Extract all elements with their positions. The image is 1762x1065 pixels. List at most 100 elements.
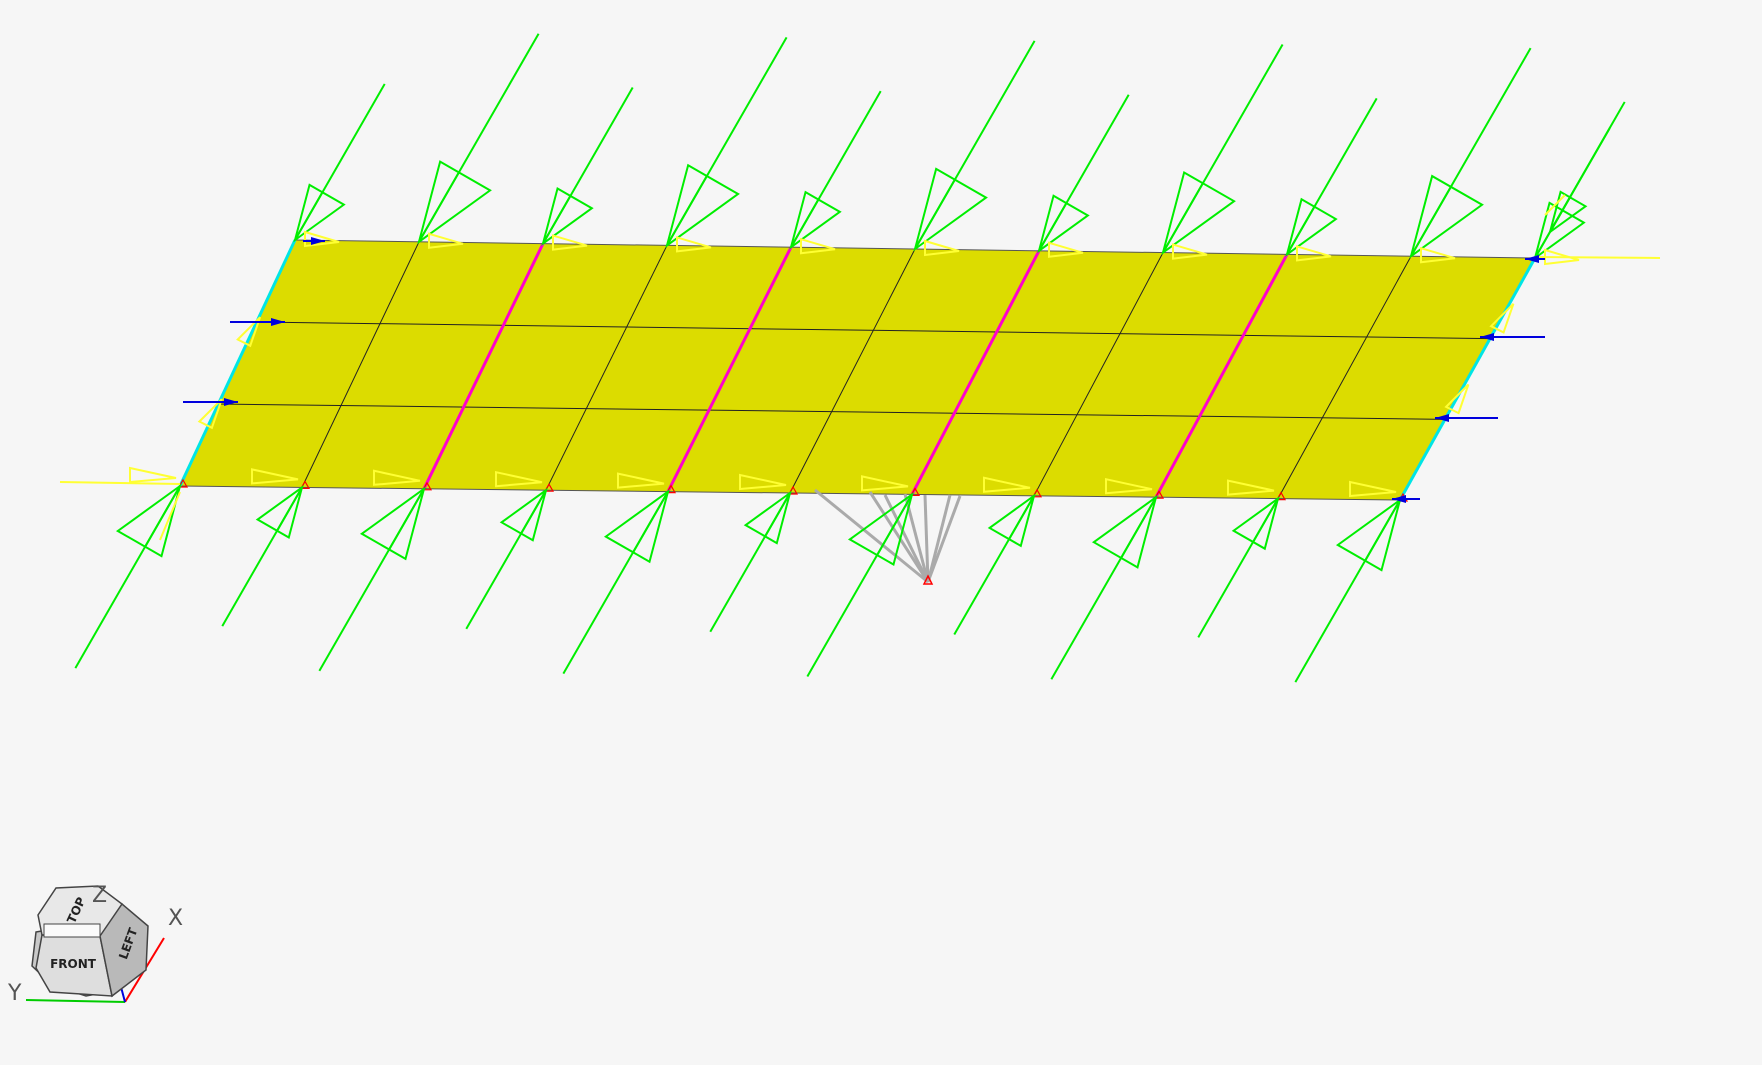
node-marker <box>543 482 555 492</box>
moment-arrow <box>1296 245 1332 262</box>
load-arrow-head <box>359 486 426 561</box>
load-arrow-head-ridge <box>1120 496 1157 559</box>
rbe-link <box>814 488 929 584</box>
load-arrow-head-ridge <box>520 489 547 535</box>
load-arrow-head <box>1285 197 1338 257</box>
load-arrow-head-ridge <box>144 485 181 548</box>
load-arrow-head <box>987 493 1036 548</box>
load-arrow-head <box>847 491 914 567</box>
moment-arrow-head <box>1420 246 1456 264</box>
z-axis-label: Z <box>92 883 107 908</box>
shell-plate[interactable] <box>178 239 1537 501</box>
node-marker <box>1275 491 1287 501</box>
mesh-column-line <box>1277 255 1412 499</box>
load-arrow <box>953 493 1036 636</box>
load-arrow <box>1409 47 1532 259</box>
constraint-arrow <box>230 318 285 326</box>
load-arrow-head-ridge <box>542 195 572 245</box>
cube-left-face[interactable] <box>99 902 149 998</box>
moment-arrow-head <box>1296 245 1332 262</box>
load-arrow-head-ridge <box>1008 495 1035 540</box>
cube-front-label: FRONT <box>50 957 97 971</box>
load-arrow-head <box>1091 494 1158 569</box>
rbe-link <box>923 494 930 583</box>
moment-arrow <box>676 236 712 253</box>
load-arrow-head <box>499 487 548 542</box>
plate-right-edge <box>1398 257 1537 501</box>
stiffener-line <box>910 250 1041 496</box>
y-axis-label: Y <box>7 981 22 1006</box>
view-cube-body[interactable]: TOP FRONT LEFT <box>31 885 149 998</box>
mesh-column-line <box>301 241 420 488</box>
rbe-spider-links <box>177 478 1409 585</box>
rbe-link <box>926 495 962 583</box>
load-arrow-head <box>1548 190 1588 235</box>
load-arrow-head <box>1335 497 1402 572</box>
load-arrow-head <box>1533 201 1586 261</box>
constraint-arrow-head <box>311 237 325 245</box>
load-arrow <box>1294 497 1402 683</box>
constraint-arrow-head <box>1392 495 1406 503</box>
constraint-arrow <box>303 237 325 245</box>
moment-arrow-head <box>800 237 836 255</box>
plate-left-edge <box>178 239 297 487</box>
moment-arrow <box>983 476 1031 493</box>
plate-surface[interactable] <box>180 240 1535 500</box>
load-arrow-head-ridge <box>388 488 425 550</box>
load-arrow-head-ridge <box>790 199 820 248</box>
load-arrow-head-ridge <box>1410 186 1452 257</box>
load-arrow-head <box>1161 170 1236 256</box>
load-arrow <box>74 483 182 669</box>
moment-arrow <box>428 232 464 249</box>
moment-arrow-head <box>1227 479 1275 496</box>
load-arrow <box>541 87 634 247</box>
load-arrow-head <box>743 490 792 545</box>
x-axis-label: X <box>168 906 183 931</box>
constraint-arrow <box>1392 495 1420 503</box>
moment-arrow <box>1420 246 1456 264</box>
load-arrow <box>1548 127 1611 235</box>
constraint-arrow-head <box>1435 414 1449 422</box>
constraint-arrow-head <box>271 318 285 326</box>
load-arrow-head-ridge <box>1252 498 1279 543</box>
load-arrow <box>293 83 386 243</box>
load-arrow-head-ridge <box>418 171 460 243</box>
load-arrow <box>221 484 304 627</box>
load-arrow <box>562 489 670 675</box>
constraint-arrow <box>1525 255 1545 263</box>
load-arrow <box>1050 494 1158 680</box>
node-marker <box>299 480 311 489</box>
y-axis-line <box>25 999 126 1003</box>
moment-arrow-head <box>1105 477 1153 495</box>
node-marker <box>909 487 921 496</box>
moment-arrow-head <box>1349 480 1397 498</box>
moment-arrow <box>739 473 787 491</box>
load-arrow <box>1037 94 1130 254</box>
moment-arrow-head <box>739 473 787 491</box>
moment-arrow <box>251 468 299 485</box>
load-arrow-head-ridge <box>1038 202 1068 252</box>
load-arrow-head-ridge <box>294 191 324 241</box>
moment-arrow-head <box>983 476 1031 493</box>
load-arrow <box>806 491 914 677</box>
load-arrow-head <box>1409 174 1484 259</box>
load-arrow-head <box>603 489 670 564</box>
load-arrow-head <box>541 186 594 247</box>
rbe-link <box>868 491 930 583</box>
constraint-arrow <box>1435 414 1498 422</box>
corner-moment-ray <box>159 491 181 541</box>
load-arrow-head-ridge <box>914 179 956 250</box>
load-arrow-head-ridge <box>876 493 913 556</box>
view-cube[interactable]: TOP FRONT LEFT X Y Z <box>0 870 200 1020</box>
load-arrow-head <box>1037 194 1090 254</box>
load-arrow-head-ridge <box>1364 499 1401 562</box>
load-arrow <box>1197 496 1280 638</box>
moment-arrow-head <box>129 466 177 484</box>
load-arrow <box>665 36 788 248</box>
load-arrow-head <box>417 160 492 245</box>
moment-arrow-head <box>617 472 665 489</box>
node-marker <box>665 484 677 494</box>
moment-arrow-head <box>251 468 299 485</box>
load-arrow-head-ridge <box>1286 206 1316 255</box>
